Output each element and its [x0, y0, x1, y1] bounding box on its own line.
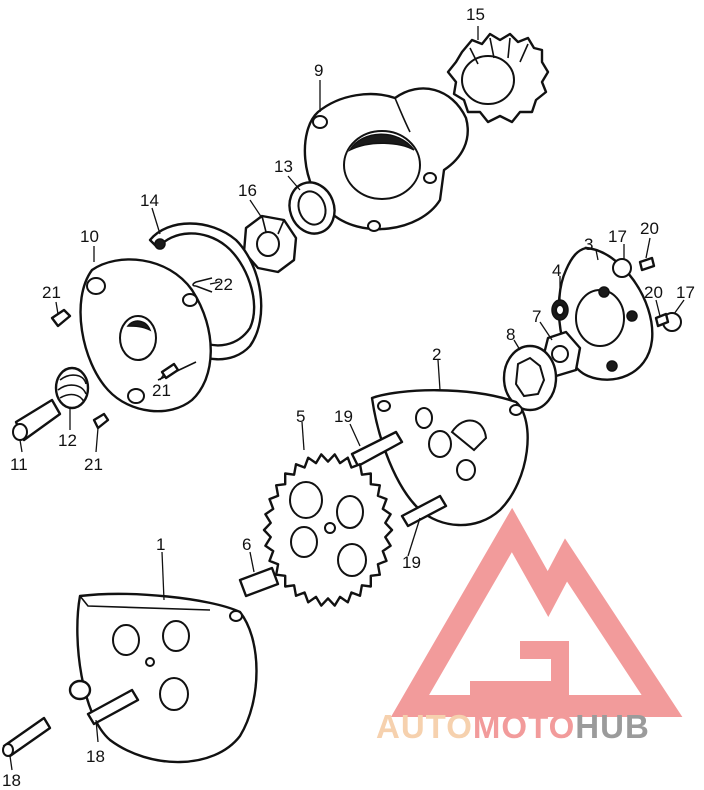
- part-9-housing: [303, 87, 469, 232]
- part-10-cover: [79, 258, 212, 413]
- callout-3: 3: [584, 235, 593, 254]
- watermark-auto: AUTO: [376, 708, 473, 745]
- watermark-triangle-outer: [390, 507, 683, 717]
- part-1-outer-housing: [68, 592, 258, 764]
- part-4-o-ring: [551, 299, 569, 321]
- callout-21-middle: 21: [152, 381, 171, 400]
- callout-11: 11: [10, 455, 28, 474]
- callout-9: 9: [314, 61, 323, 80]
- watermark-hub: HUB: [575, 708, 650, 745]
- callout-18-right: 18: [86, 747, 105, 766]
- watermark-text: AUTOMOTOHUB: [376, 708, 650, 745]
- part-12-spring: [54, 366, 90, 410]
- callout-6: 6: [242, 535, 251, 554]
- part-6-dowel: [238, 566, 280, 598]
- part-13-o-ring: [288, 181, 336, 235]
- callout-5: 5: [296, 407, 305, 426]
- callout-22: 22: [214, 275, 233, 294]
- callout-1: 1: [156, 535, 165, 554]
- part-21-screws: [50, 308, 180, 430]
- callout-7: 7: [532, 307, 541, 326]
- callout-8: 8: [506, 325, 515, 344]
- callout-21-top: 21: [42, 283, 61, 302]
- callout-2: 2: [432, 345, 441, 364]
- callout-17-top: 17: [608, 227, 627, 246]
- part-15-gear: [446, 32, 550, 124]
- callout-18-left: 18: [2, 771, 21, 790]
- part-19-bolts: [350, 430, 448, 528]
- callout-14: 14: [140, 191, 159, 210]
- callout-12: 12: [58, 431, 77, 450]
- callout-19-bottom: 19: [402, 553, 421, 572]
- leader-lines: [9, 26, 685, 771]
- callout-21-bottom: 21: [84, 455, 103, 474]
- watermark-moto: MOTO: [473, 708, 575, 745]
- part-2-body: [370, 389, 529, 527]
- callout-10: 10: [80, 227, 99, 246]
- callout-15: 15: [466, 5, 485, 24]
- automotohub-watermark: AUTOMOTOHUB: [376, 507, 683, 745]
- callout-20-top: 20: [640, 219, 659, 238]
- callout-19-top: 19: [334, 407, 353, 426]
- part-18-bolts: [2, 688, 140, 758]
- callout-17-right: 17: [676, 283, 695, 302]
- part-3-plate: [557, 246, 682, 381]
- part-5-gear: [262, 453, 394, 607]
- part-22-pin: [192, 277, 213, 293]
- callout-20-right: 20: [644, 283, 663, 302]
- watermark-triangle-inner: [470, 641, 569, 699]
- callout-4: 4: [552, 261, 561, 280]
- part-11-bolt: [12, 398, 62, 442]
- callout-13: 13: [274, 157, 293, 176]
- callout-16: 16: [238, 181, 257, 200]
- callout-labels: 15 9 13 16 14 10 21 22 21 12 11 21 3 4 1…: [2, 5, 695, 790]
- part-8-outer-rotor: [502, 344, 558, 412]
